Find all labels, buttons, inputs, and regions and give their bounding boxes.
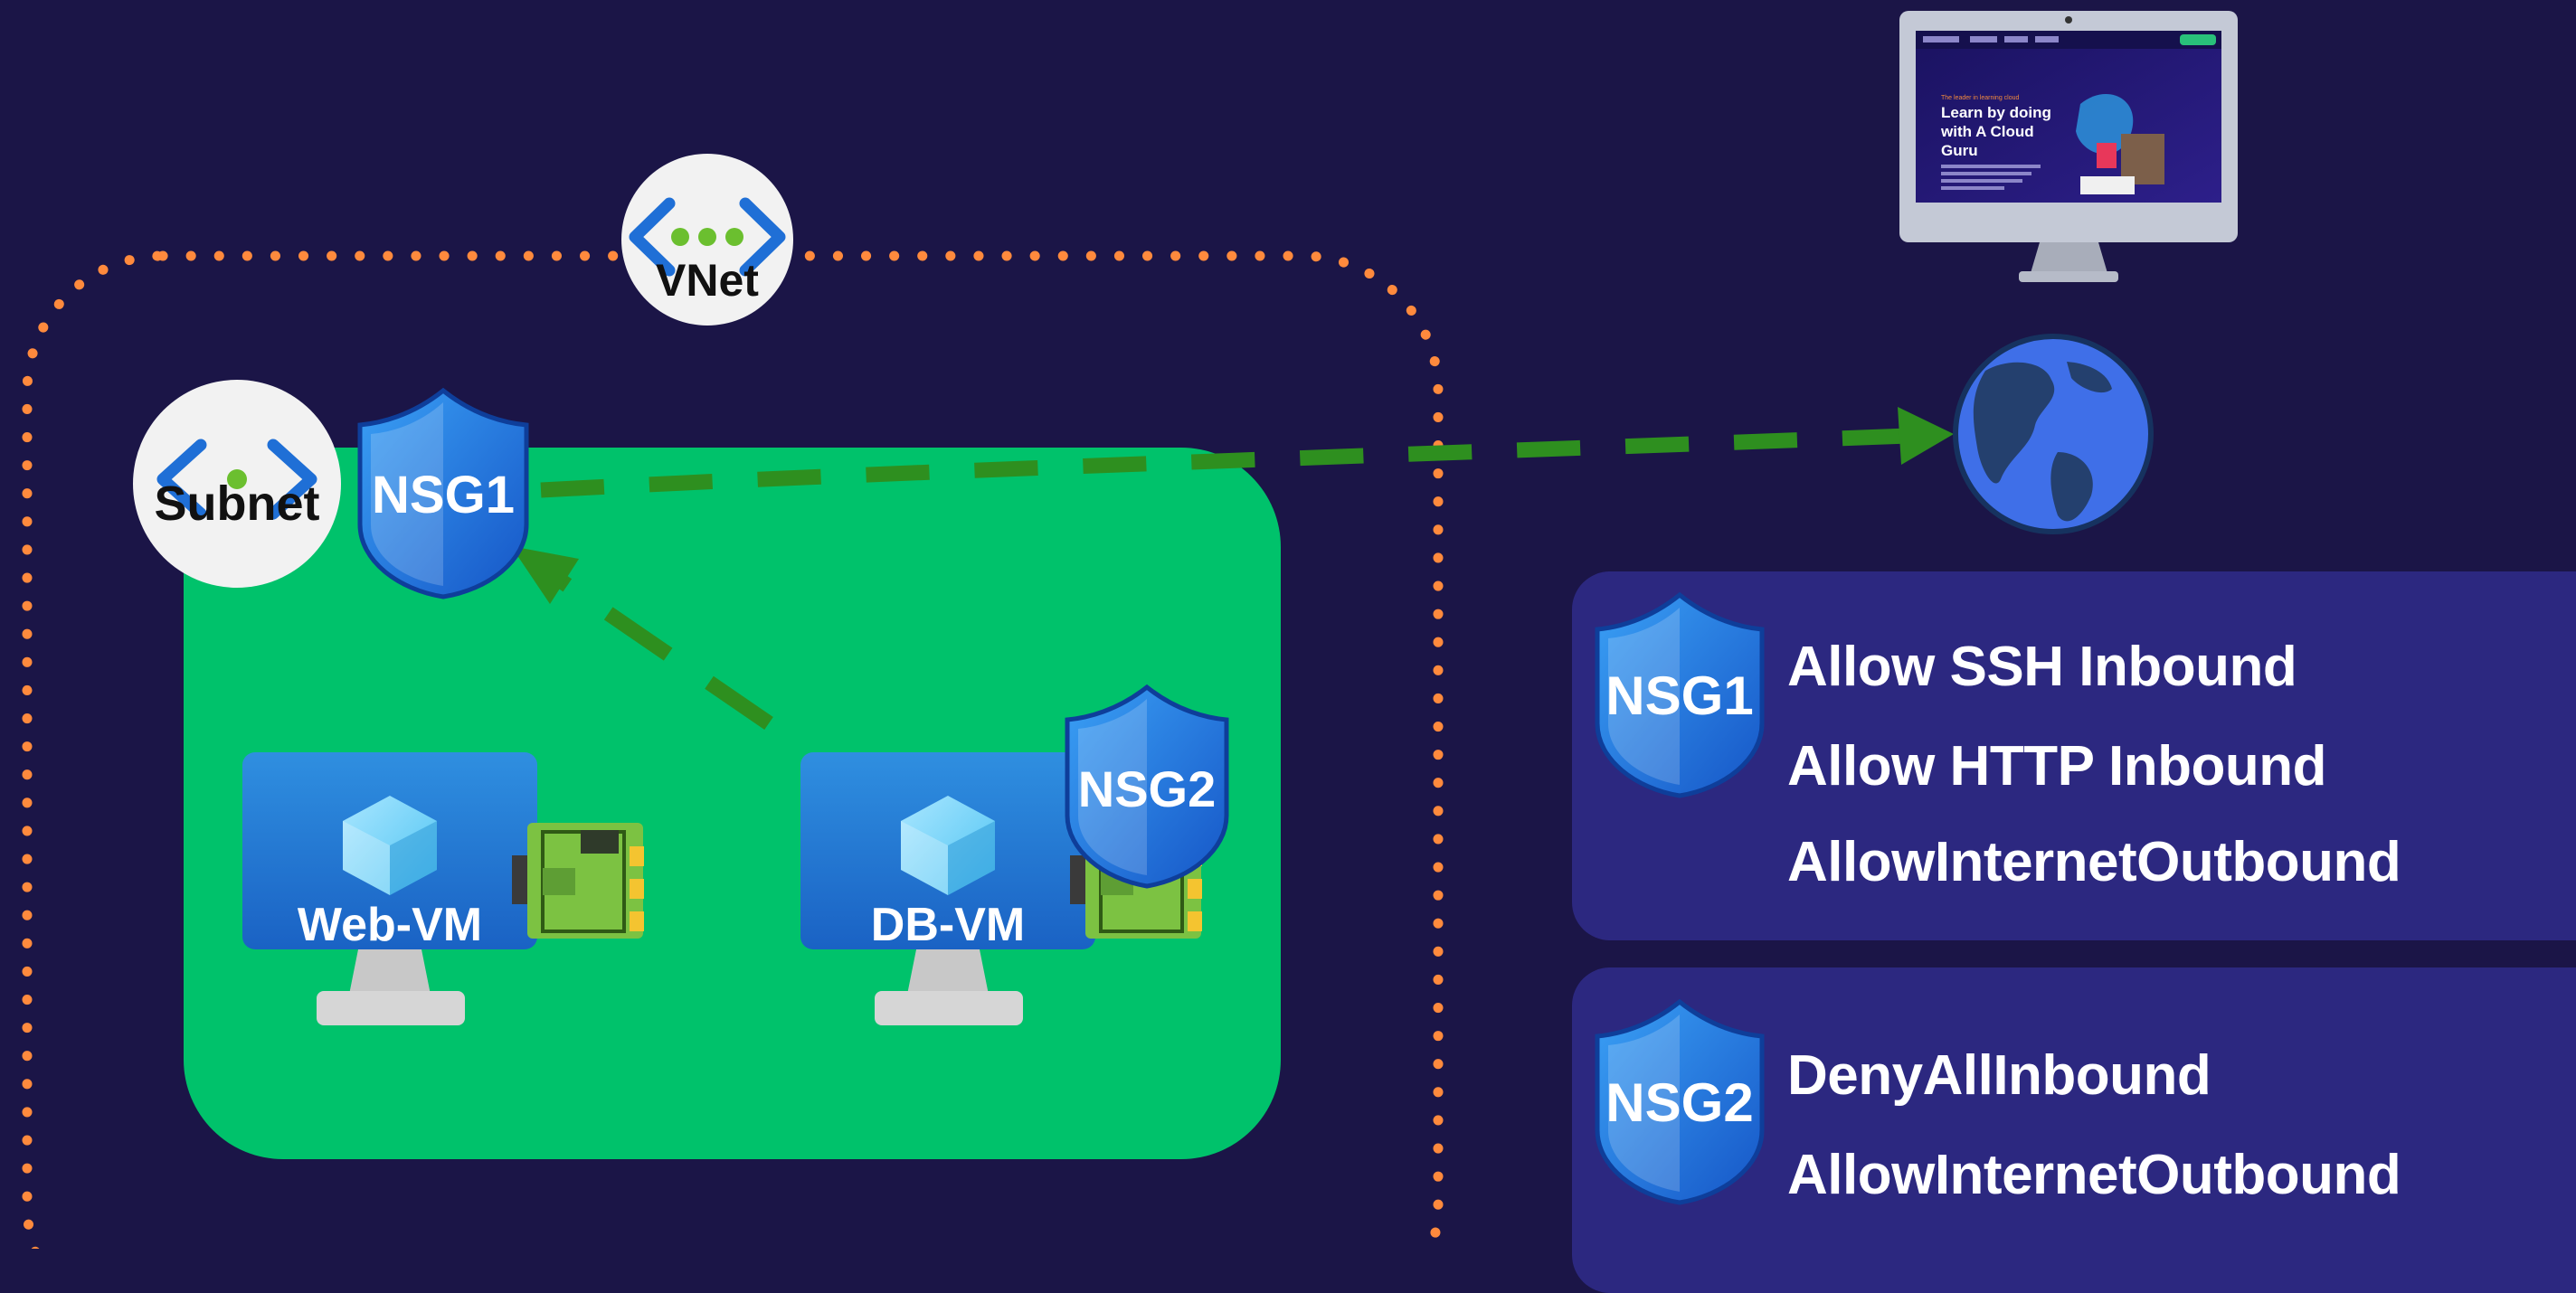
web-vm: Web-VM [242,752,644,1025]
nsg1-rule-1: Allow SSH Inbound [1787,636,2297,698]
nsg2-label: NSG2 [1078,760,1217,817]
shield-icon [357,387,529,599]
network-card-icon [512,823,644,939]
web-vm-label: Web-VM [298,899,482,951]
nsg1-rule-2: Allow HTTP Inbound [1787,735,2326,798]
desktop-monitor-icon: The leader in learning cloud Learn by do… [1899,11,2238,282]
subnet-area [184,448,1281,1159]
internal-arrow [543,564,773,731]
internal-arrow-head [511,546,579,604]
outbound-arrow-head [1898,407,1954,465]
vnet-icon [629,197,786,277]
subnet-icon [156,439,317,520]
website-headline-3: Guru [1941,142,1978,159]
nsg1-panel-label: NSG1 [1605,665,1753,726]
db-vm: DB-VM NSG2 [800,684,1229,1025]
nsg2-rules-panel: NSG2 DenyAllInbound AllowInternetOutboun… [1572,967,2576,1293]
shield-icon: NSG2 [1595,998,1765,1205]
nsg2-panel-label: NSG2 [1605,1072,1753,1133]
globe-icon [1953,334,2154,534]
nsg2-rule-1: DenyAllInbound [1787,1044,2211,1107]
network-diagram: VNet Subnet NSG1 Web-VM [22,11,2238,1249]
nsg1-label: NSG1 [372,466,515,524]
website-headline-2: with A Cloud [1940,123,2034,140]
subnet-badge: Subnet [133,380,341,588]
shield-icon [1065,684,1229,889]
vnet-label: VNet [656,255,759,306]
db-vm-label: DB-VM [871,899,1025,951]
nsg1-rules-panel: NSG1 Allow SSH Inbound Allow HTTP Inboun… [1572,571,2576,940]
nsg2-shield: NSG2 [1065,684,1229,889]
vm-cube-icon [343,796,437,895]
vnet-badge: VNet [621,154,793,326]
nsg2-rule-2: AllowInternetOutbound [1787,1144,2401,1206]
subnet-label: Subnet [155,477,320,531]
shield-icon: NSG1 [1595,591,1765,798]
website-headline-1: Learn by doing [1941,104,2051,121]
nsg1-shield: NSG1 [357,387,529,599]
website-eyebrow: The leader in learning cloud [1941,95,2019,101]
outbound-arrow [540,428,1909,498]
vm-cube-icon [901,796,995,895]
vnet-boundary [22,250,1444,1249]
nsg1-rule-3: AllowInternetOutbound [1787,831,2401,893]
